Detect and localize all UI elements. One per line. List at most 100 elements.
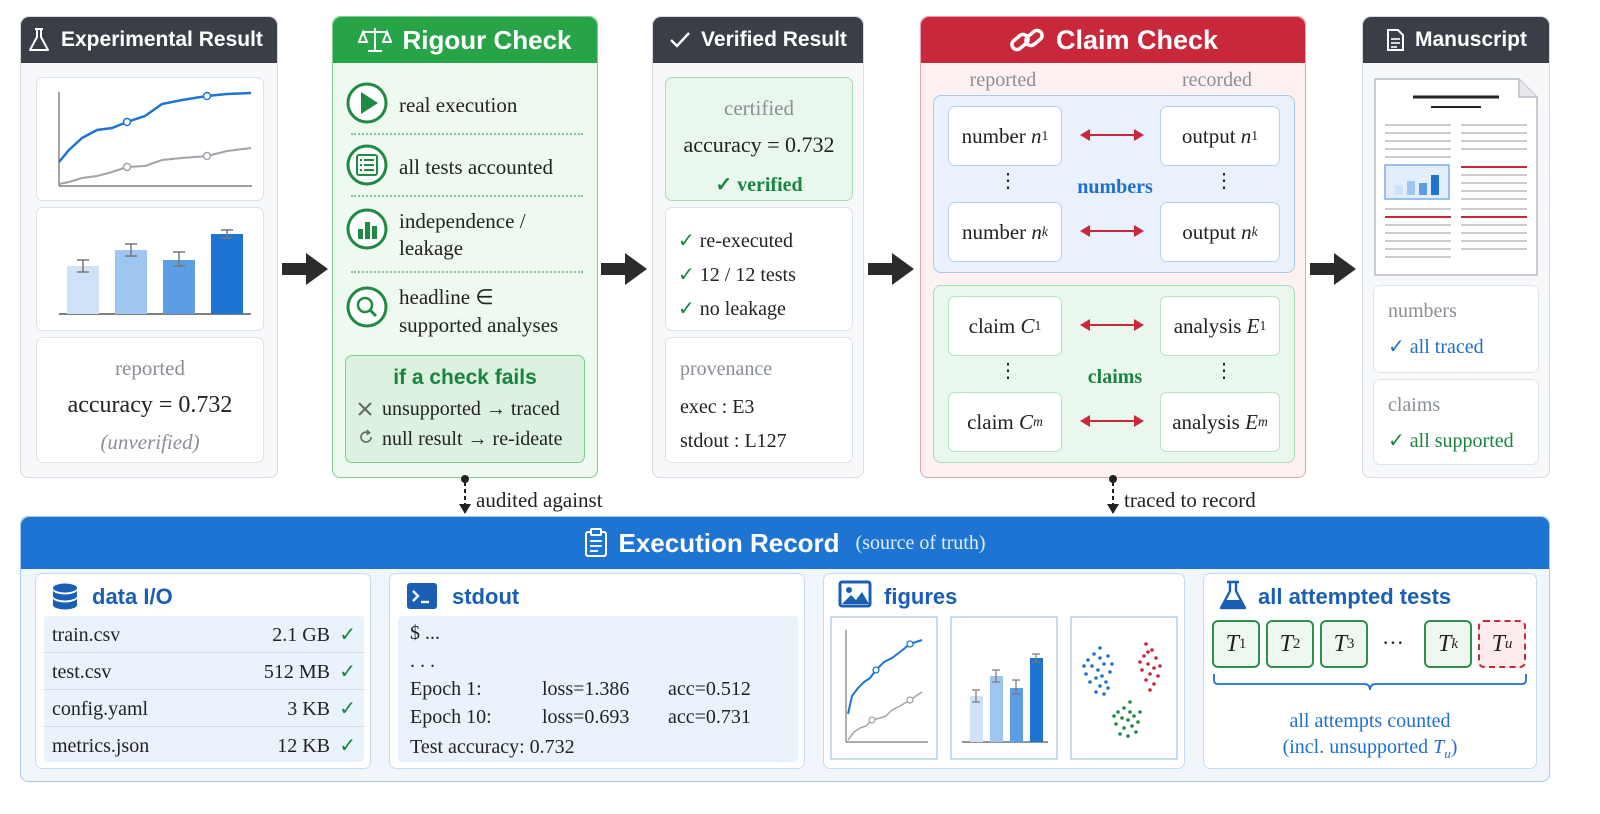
execution-record-subtitle: (source of truth)	[855, 531, 986, 554]
double-arrow-icon	[1080, 129, 1144, 141]
certified-label: certified	[724, 96, 794, 120]
rigour-check-title: Rigour Check	[402, 24, 572, 55]
rigour-check-header: Rigour Check	[333, 17, 597, 63]
play-icon	[346, 82, 388, 124]
balance-scale-icon	[358, 28, 393, 52]
tests-ellipsis: ···	[1382, 630, 1404, 655]
double-arrow-icon	[1080, 415, 1144, 427]
flow-arrow-3	[868, 253, 914, 285]
rigour-item-real-execution: real execution	[399, 93, 518, 117]
reported-accuracy: accuracy = 0.732	[67, 392, 233, 418]
rigour-item-headline: headline ∈	[399, 285, 494, 309]
claim-check-title: Claim Check	[1055, 24, 1219, 55]
manuscript-header: Manuscript	[1363, 17, 1549, 63]
clipboard-icon	[585, 528, 608, 557]
figures-title: figures	[884, 584, 958, 609]
check-reexecuted: ✓ re-executed	[678, 230, 794, 252]
double-arrow-icon	[1080, 225, 1144, 237]
fail-unsupported: unsupported → traced	[382, 398, 560, 420]
execution-record-panel: Execution Record (source of truth) data …	[20, 516, 1550, 782]
table-row: metrics.json 12 KB ✓	[52, 735, 356, 757]
line-chart-thumbnail	[36, 77, 264, 201]
experimental-result-title: Experimental Result	[61, 28, 263, 51]
table-row: train.csv 2.1 GB ✓	[44, 616, 364, 653]
stdout-console: $ ... . . . Epoch 1: loss=1.386 acc=0.51…	[398, 616, 798, 762]
execution-record-title: Execution Record	[618, 527, 840, 558]
execution-record-header: Execution Record (source of truth)	[21, 517, 1549, 569]
rigour-item-leakage: leakage	[399, 236, 464, 260]
file-table: train.csv 2.1 GB ✓ test.csv 512 MB ✓ con…	[44, 616, 364, 762]
attempts-counted-label: all attempts counted	[1289, 710, 1451, 732]
manuscript-panel: Manuscript numbers	[1362, 16, 1550, 478]
rigour-check-panel: Rigour Check real execution all tests ac…	[332, 16, 598, 478]
verified-result-header: Verified Result	[653, 17, 863, 63]
table-row: test.csv 512 MB ✓	[44, 653, 364, 690]
vertical-ellipsis: ⋮	[998, 170, 1018, 192]
all-traced-label: ✓ all traced	[1388, 336, 1484, 358]
check-icon: ✓	[339, 698, 356, 720]
recorded-column-label: recorded	[1182, 69, 1252, 91]
flow-arrow-2	[601, 253, 647, 285]
numbers-label: numbers	[1388, 300, 1457, 322]
claims-label: claims	[1087, 366, 1143, 388]
stdout-title: stdout	[452, 584, 520, 609]
provenance-card: provenance exec : E3 stdout : L127	[665, 337, 853, 463]
bar-chart-icon	[346, 208, 388, 250]
provenance-stdout: stdout : L127	[680, 430, 787, 452]
verified-result-panel: Verified Result certified accuracy = 0.7…	[652, 16, 864, 478]
image-icon	[838, 580, 872, 608]
line-figure-thumbnail	[830, 616, 938, 760]
audited-against-label: audited against	[476, 488, 603, 512]
bar-chart-thumbnail	[36, 207, 264, 331]
checks-card: ✓ re-executed ✓ 12 / 12 tests ✓ no leaka…	[665, 207, 853, 331]
verified-result-title: Verified Result	[701, 28, 847, 51]
cross-icon	[358, 402, 372, 416]
certified-card: certified accuracy = 0.732 ✓ verified	[665, 77, 853, 201]
rigour-item-independence: independence /	[399, 209, 526, 233]
verified-accuracy: accuracy = 0.732	[683, 132, 835, 157]
unverified-label: (unverified)	[100, 430, 200, 454]
incl-unsupported-label: (incl. unsupported Tu)	[1282, 736, 1458, 761]
numbers-label: numbers	[1077, 176, 1153, 198]
check-icon: ✓	[339, 624, 356, 646]
checklist-icon	[346, 144, 388, 186]
check-fails-box: if a check fails unsupported → traced nu…	[345, 355, 585, 463]
rigour-item-tests-accounted: all tests accounted	[399, 155, 553, 179]
data-io-card: data I/O train.csv 2.1 GB ✓ test.csv 512…	[35, 573, 371, 769]
numbers-traced-card: numbers ✓ all traced	[1373, 285, 1539, 373]
claims-supported-card: claims ✓ all supported	[1373, 379, 1539, 465]
reported-label: reported	[115, 356, 185, 380]
document-icon	[1386, 29, 1404, 51]
link-icon	[1010, 28, 1044, 52]
all-supported-label: ✓ all supported	[1388, 430, 1514, 452]
brace-icon	[1213, 674, 1527, 691]
vertical-ellipsis: ⋮	[1214, 360, 1234, 382]
flask-icon	[1219, 580, 1247, 610]
reported-column-label: reported	[969, 69, 1037, 91]
terminal-icon	[407, 583, 437, 609]
figures-card: figures	[823, 573, 1185, 769]
database-icon	[53, 583, 77, 610]
check-tests: ✓ 12 / 12 tests	[678, 264, 796, 286]
provenance-exec: exec : E3	[680, 396, 755, 418]
experimental-result-panel: Experimental Result	[20, 16, 278, 478]
audited-connector	[459, 475, 471, 514]
stdout-card: stdout $ ... . . . Epoch 1: loss=1.386 a…	[389, 573, 805, 769]
check-fails-title: if a check fails	[393, 366, 537, 389]
reported-card: reported accuracy = 0.732 (unverified)	[36, 337, 264, 463]
scatter-figure-thumbnail	[1070, 616, 1178, 760]
